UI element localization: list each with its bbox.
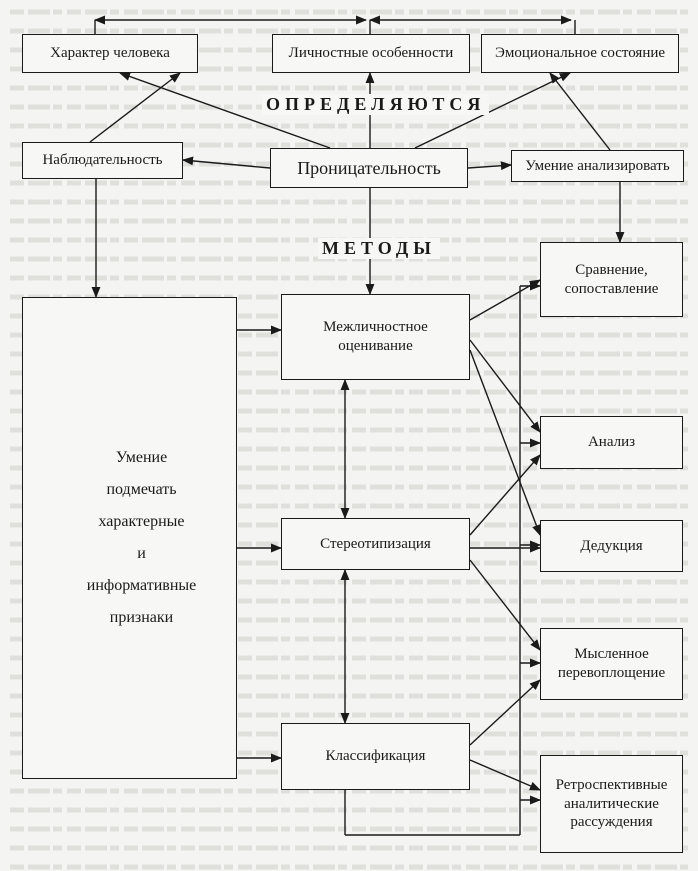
arrow-analyze-emotional [549,72,611,151]
arrow-stereotyping-analysis [469,454,541,536]
skill-line-3: характерные [98,513,185,530]
emotional-state-box: Эмоциональное состояние [481,34,679,73]
stereotyping-box: Стереотипизация [281,518,470,570]
arrow-observation-character [89,72,181,143]
retrospective-reasoning-box: Ретроспективные аналитические рассуждени… [540,755,683,853]
arrow-insight-emotional [414,72,572,149]
classification-box: Классификация [281,723,470,790]
retrospective-line-2: аналитические [564,795,659,812]
analyze-skill-box: Умение анализировать [511,150,684,182]
comparison-line-2: сопоставление [564,280,659,297]
heading-methods: МЕТОДЫ [318,238,440,259]
character-box: Характер человека [22,34,198,73]
interpersonal-line-2: оценивание [338,338,413,354]
reincarnation-line-2: перевоплощение [557,665,666,681]
retrospective-line-1: Ретроспективные [555,776,668,793]
skill-line-2: подмечать [106,481,177,498]
character-label: Характер человека [50,45,170,62]
skill-line-6: признаки [109,609,174,626]
reincarnation-line-1: Мысленное [574,646,649,663]
arrow-interpersonal-comparison [469,279,541,321]
skill-line-1: Умение [115,449,168,466]
analysis-box: Анализ [540,416,683,469]
noticing-skill-box: Умение подмечать характерные и информати… [22,297,237,779]
personal-traits-box: Личностные особенности [272,34,470,73]
heading-determined: ОПРЕДЕЛЯЮТСЯ [262,94,490,115]
insight-label: Проницательность [297,157,441,178]
retrospective-line-3: рассуждения [570,814,653,831]
arrow-interpersonal-analysis [469,339,541,433]
mental-reincarnation-box: Мысленное перевоплощение [540,628,683,700]
analyze-skill-label: Умение анализировать [525,157,670,174]
arrow-insight-analyze [467,161,513,171]
personal-traits-label: Личностные особенности [288,45,454,62]
arrow-insight-character [118,72,331,149]
arrow-interpersonal-deduction [469,349,541,537]
analysis-label: Анализ [587,434,636,451]
deduction-label: Дедукция [580,537,643,554]
arrow-classification-reincarnation [469,679,541,746]
observation-label: Наблюдательность [42,152,163,169]
interpersonal-line-1: Межличностное [323,319,428,336]
classification-label: Классификация [325,748,426,765]
arrow-stereotyping-reincarnation [469,559,541,651]
arrow-classification-retrospective [469,759,542,791]
skill-line-4: и [137,545,146,562]
observation-box: Наблюдательность [22,142,183,179]
comparison-box: Сравнение, сопоставление [540,242,683,317]
skill-line-5: информативные [86,577,197,594]
arrow-insight-observation [181,156,271,169]
deduction-box: Дедукция [540,520,683,572]
interpersonal-assessment-box: Межличностное оценивание [281,294,470,380]
insight-box: Проницательность [270,148,468,188]
stereotyping-label: Стереотипизация [320,535,431,552]
emotional-state-label: Эмоциональное состояние [494,45,666,62]
comparison-line-1: Сравнение, [575,261,648,278]
